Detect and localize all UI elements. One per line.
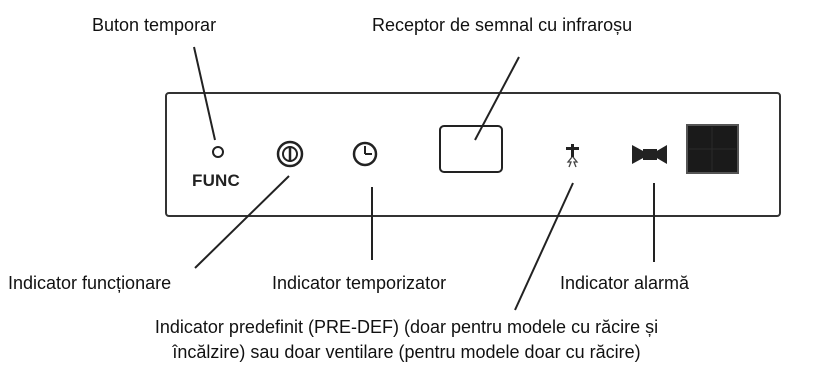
ir-receiver-label: Receptor de semnal cu infraroșu xyxy=(372,15,633,35)
alarm-indicator-icon xyxy=(632,145,667,164)
operation-indicator-icon xyxy=(276,140,304,168)
leader-operation xyxy=(194,175,290,269)
predef-line-1: Indicator predefinit (PRE-DEF) (doar pen… xyxy=(154,317,659,337)
alarm-indicator-label: Indicator alarmă xyxy=(560,273,690,293)
leader-ir-receiver xyxy=(474,56,520,141)
timer-indicator-label: Indicator temporizator xyxy=(272,273,447,293)
func-label: FUNC xyxy=(192,171,241,190)
predef-line-2: încălzire) sau doar ventilare (pentru mo… xyxy=(172,342,641,362)
operation-indicator-label: Indicator funcționare xyxy=(8,273,172,293)
leader-predef xyxy=(514,182,574,311)
temp-button-label: Buton temporar xyxy=(92,15,217,35)
predef-indicator-label: Indicator predefinit (PRE-DEF) (doar pen… xyxy=(0,315,813,365)
ir-receiver-window xyxy=(439,125,503,173)
leader-temp-button xyxy=(193,46,216,141)
predef-fan-icon xyxy=(566,144,579,168)
timer-indicator-icon xyxy=(352,141,378,167)
func-button-icon[interactable] xyxy=(212,146,224,158)
